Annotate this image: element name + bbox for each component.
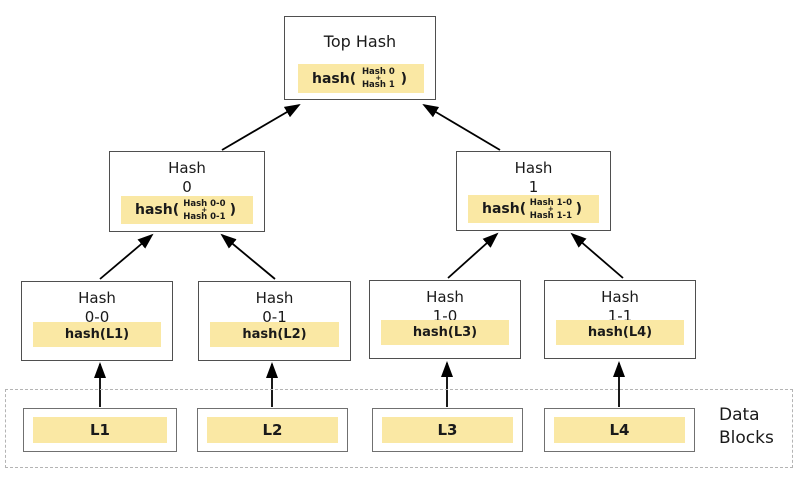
formula-bar: hash(L1): [33, 322, 161, 347]
formula-operand-2: Hash 0-1: [183, 211, 226, 222]
formula-open: hash(: [312, 70, 357, 87]
formula-close: ): [400, 70, 407, 87]
data-block-label: L2: [207, 417, 338, 443]
plus-operator: +: [201, 205, 208, 214]
node-title: Top Hash: [323, 32, 397, 51]
formula-open: hash(: [482, 201, 527, 217]
formula-bar: hash( Hash 0 + Hash 1 ): [298, 64, 424, 93]
formula-bar: hash(L3): [381, 320, 509, 345]
data-block-l2: L2: [197, 408, 348, 452]
node-top-hash: Top Hash hash( Hash 0 + Hash 1 ): [284, 16, 436, 100]
formula-operands: Hash 0 + Hash 1: [356, 67, 400, 90]
arrow-hash01-to-hash0: [220, 233, 276, 280]
formula-bar: hash( Hash 1-0 + Hash 1-1 ): [468, 195, 599, 223]
node-hash-0-1: Hash 0-1 hash(L2): [198, 281, 351, 361]
node-hash-1-0: Hash 1-0 hash(L3): [369, 280, 521, 359]
formula-operand-1: Hash 1-0: [529, 197, 572, 208]
arrow-hash11-to-hash1: [570, 232, 624, 279]
node-title: Hash 0-0: [78, 289, 116, 326]
formula-operand-2: Hash 1-1: [529, 210, 572, 221]
formula-operand-2: Hash 1: [361, 80, 395, 90]
node-title: Hash 0: [168, 159, 206, 196]
data-block-l3: L3: [372, 408, 523, 452]
data-block-l1: L1: [23, 408, 177, 452]
arrow-hash00-to-hash0: [99, 233, 154, 280]
data-blocks-label: Data Blocks: [719, 405, 774, 448]
data-blocks-region: [5, 389, 793, 468]
plus-operator: +: [375, 74, 382, 82]
formula-close: ): [575, 201, 582, 217]
node-hash-1: Hash 1 hash( Hash 1-0 + Hash 1-1 ): [456, 151, 611, 231]
formula-operands: Hash 1-0 + Hash 1-1: [526, 197, 575, 221]
data-block-label: L1: [33, 417, 167, 443]
node-title: Hash 0-1: [255, 289, 294, 326]
formula-open: hash(: [135, 202, 180, 218]
node-hash-0-0: Hash 0-0 hash(L1): [21, 281, 173, 361]
formula-operand-1: Hash 0-0: [183, 198, 226, 209]
arrow-hash10-to-hash1: [447, 232, 499, 279]
formula-bar: hash(L2): [210, 322, 339, 347]
node-hash-0: Hash 0 hash( Hash 0-0 + Hash 0-1 ): [109, 151, 265, 232]
plus-operator: +: [547, 204, 554, 213]
formula-bar: hash(L4): [556, 320, 684, 345]
node-title: Hash 1: [514, 159, 553, 196]
formula-close: ): [229, 202, 236, 218]
arrow-hash0-to-top: [221, 103, 301, 151]
data-block-label: L4: [554, 417, 685, 443]
data-block-l4: L4: [544, 408, 695, 452]
data-block-label: L3: [382, 417, 513, 443]
node-hash-1-1: Hash 1-1 hash(L4): [544, 280, 696, 359]
arrow-hash1-to-top: [422, 103, 501, 151]
formula-operand-1: Hash 0: [361, 67, 395, 77]
formula-bar: hash( Hash 0-0 + Hash 0-1 ): [121, 196, 253, 224]
formula-operands: Hash 0-0 + Hash 0-1: [179, 198, 229, 222]
